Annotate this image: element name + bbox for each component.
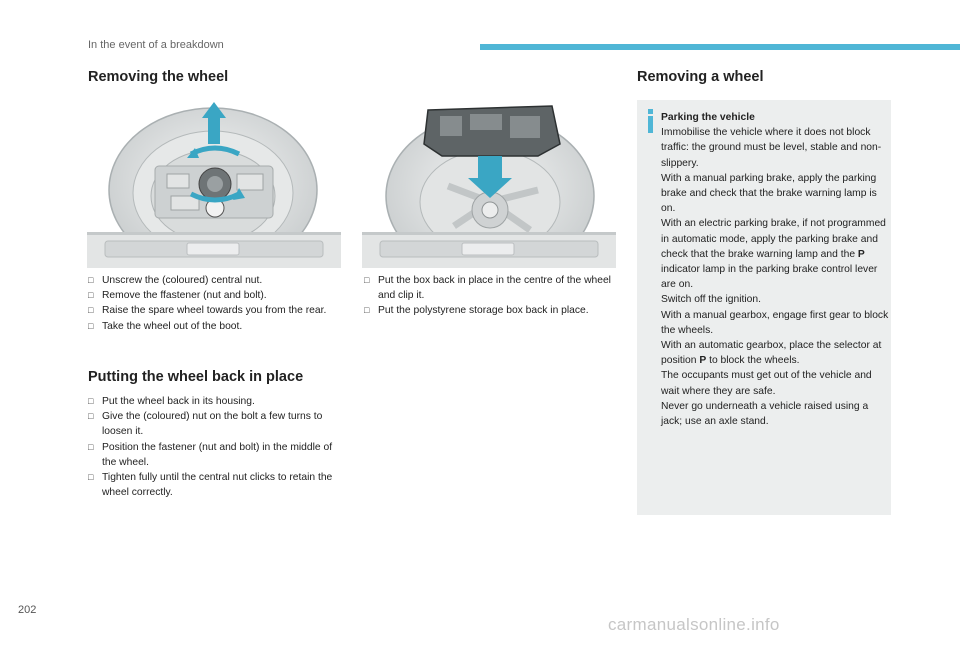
info-line: The occupants must get out of the vehicl… (661, 370, 872, 397)
page-number: 202 (18, 604, 37, 616)
info-line: Never go underneath a vehicle raised usi… (661, 400, 869, 428)
storage-box-steps-list: □Put the box back in place in the centre… (364, 273, 614, 319)
list-item: □Raise the spare wheel towards you from … (88, 303, 342, 318)
watermark: carmanualsonline.info (608, 615, 780, 634)
info-icon (646, 109, 655, 133)
list-item: □Unscrew the (coloured) central nut. (88, 273, 342, 288)
list-item: □Tighten fully until the central nut cli… (88, 472, 333, 499)
info-text: Parking the vehicle Immobilise the vehic… (661, 110, 889, 429)
refit-steps-list: □Put the wheel back in its housing. □Giv… (88, 394, 342, 500)
info-line: With an automatic gearbox, place the sel… (661, 340, 882, 367)
info-line: With a manual parking brake, apply the p… (661, 172, 877, 215)
info-line: Immobilise the vehicle where it does not… (661, 127, 882, 169)
list-item: □Remove the ffastener (nut and bolt). (88, 288, 342, 303)
info-line: With a manual gearbox, engage first gear… (661, 309, 889, 336)
list-item: □Give the (coloured) nut on the bolt a f… (88, 411, 323, 438)
section-title-removing-a-wheel: Removing a wheel (637, 69, 764, 85)
checkbox-bullet-icon: □ (88, 441, 94, 452)
info-line: With an electric parking brake, if not p… (661, 218, 886, 291)
checkbox-bullet-icon: □ (88, 305, 94, 316)
checkbox-bullet-icon: □ (88, 411, 94, 422)
checkbox-bullet-icon: □ (88, 472, 94, 483)
list-item: □Put the box back in place in the centre… (364, 275, 611, 302)
list-item: □Put the wheel back in its housing. (88, 394, 342, 409)
checkbox-bullet-icon: □ (364, 275, 370, 285)
spare-wheel-illustration (87, 98, 341, 268)
storage-box-drawing (362, 98, 616, 268)
checkbox-bullet-icon: □ (88, 275, 94, 285)
info-title: Parking the vehicle (661, 112, 755, 123)
list-item: □Position the fastener (nut and bolt) in… (88, 441, 333, 468)
storage-box-illustration (362, 98, 616, 268)
checkbox-bullet-icon: □ (88, 396, 94, 406)
spare-wheel-drawing (87, 98, 341, 268)
info-line: Switch off the ignition. (661, 294, 761, 306)
running-header: In the event of a breakdown (88, 39, 224, 51)
list-item: □Put the polystyrene storage box back in… (364, 303, 614, 318)
header-accent-bar (480, 44, 960, 50)
list-item: □Take the wheel out of the boot. (88, 319, 342, 334)
checkbox-bullet-icon: □ (88, 320, 94, 331)
parking-info-box: Parking the vehicle Immobilise the vehic… (637, 100, 891, 515)
section-title-putting-back: Putting the wheel back in place (88, 369, 304, 385)
section-title-removing-the-wheel: Removing the wheel (88, 69, 229, 85)
checkbox-bullet-icon: □ (88, 290, 94, 301)
checkbox-bullet-icon: □ (364, 305, 370, 316)
removal-steps-list: □Unscrew the (coloured) central nut. □Re… (88, 273, 342, 334)
